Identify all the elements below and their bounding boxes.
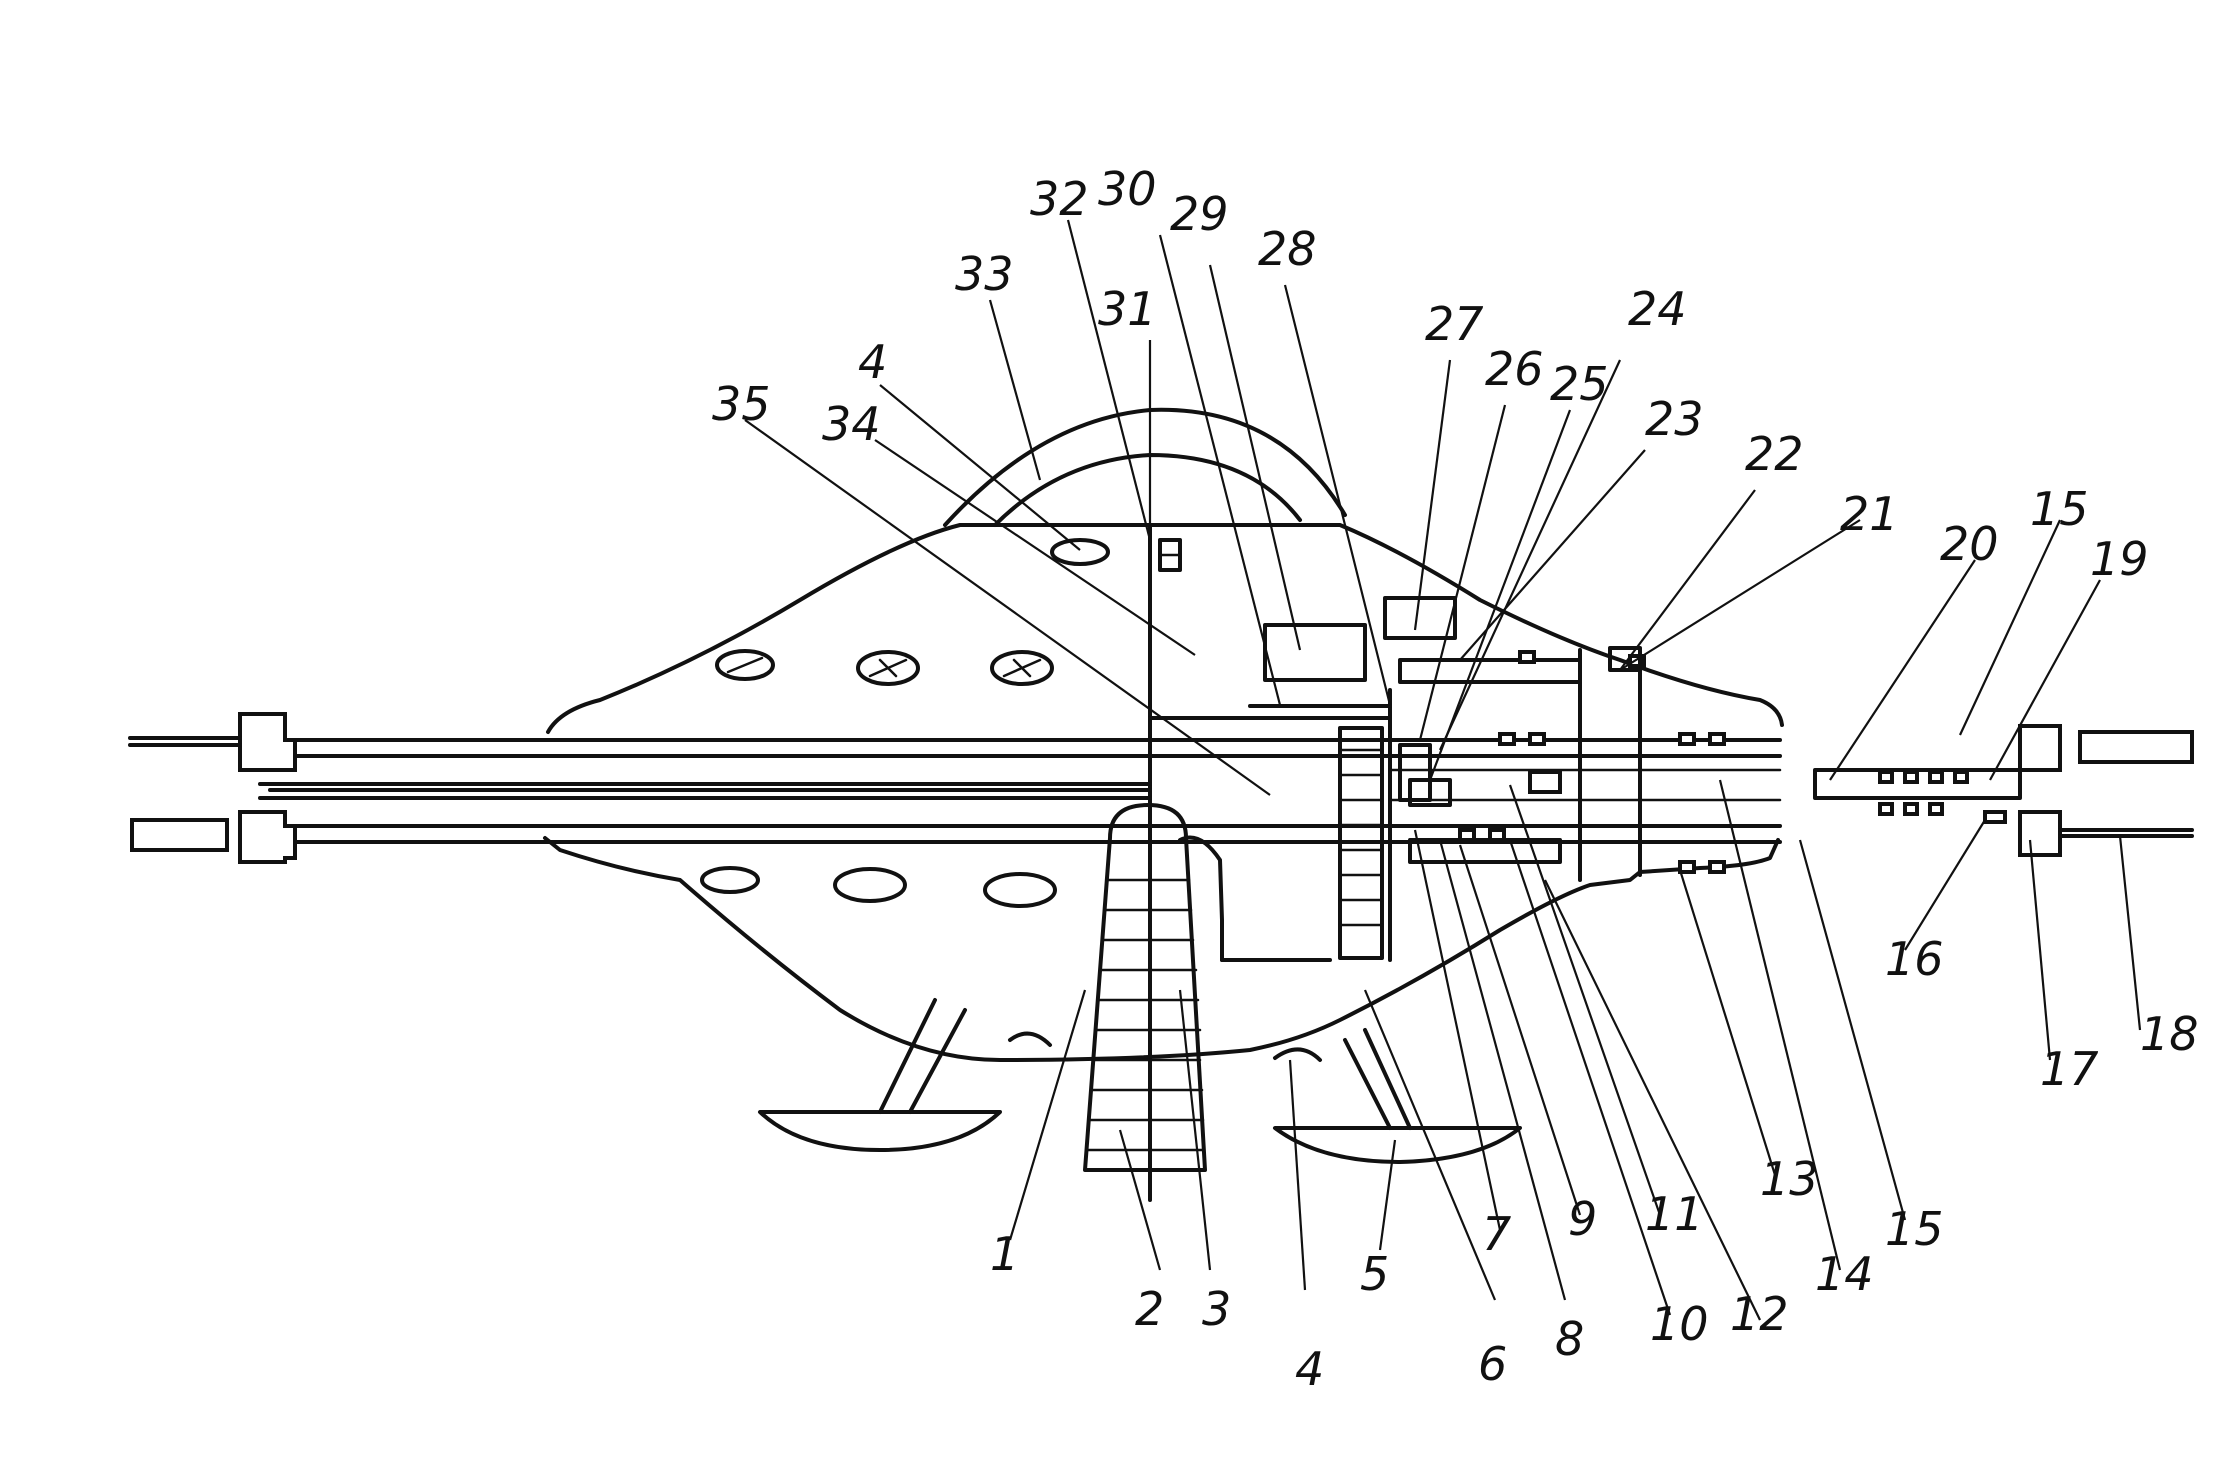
right-end-fittings bbox=[1815, 726, 2192, 855]
label-35: 35 bbox=[712, 377, 771, 431]
label-11: 11 bbox=[1645, 1187, 1704, 1241]
label-20: 20 bbox=[1940, 517, 1999, 571]
label-33: 33 bbox=[955, 247, 1014, 301]
label-15-bottom: 15 bbox=[1885, 1202, 1944, 1256]
bearing-icon bbox=[1880, 804, 2005, 822]
cabin bbox=[1160, 540, 1455, 960]
label-15-top: 15 bbox=[2030, 482, 2089, 536]
label-2: 2 bbox=[1135, 1282, 1164, 1336]
label-6: 6 bbox=[1478, 1337, 1507, 1391]
label-9: 9 bbox=[1568, 1192, 1597, 1246]
label-5: 5 bbox=[1360, 1247, 1389, 1301]
label-18: 18 bbox=[2140, 1007, 2199, 1061]
label-25: 25 bbox=[1550, 357, 1609, 411]
label-4-bottom: 4 bbox=[1295, 1342, 1324, 1396]
label-8: 8 bbox=[1555, 1312, 1584, 1366]
label-24: 24 bbox=[1628, 282, 1687, 336]
label-34: 34 bbox=[822, 397, 881, 451]
porthole-icon bbox=[717, 651, 773, 679]
label-32: 32 bbox=[1030, 172, 1089, 226]
label-30: 30 bbox=[1098, 162, 1157, 216]
label-3: 3 bbox=[1202, 1282, 1231, 1336]
label-19: 19 bbox=[2090, 532, 2149, 586]
label-26: 26 bbox=[1485, 342, 1544, 396]
ladder-rungs bbox=[1340, 750, 1382, 925]
bearing-icon bbox=[1460, 652, 1724, 872]
label-4-top: 4 bbox=[858, 335, 887, 389]
bearing-icon bbox=[1880, 772, 1967, 782]
label-27: 27 bbox=[1425, 297, 1484, 351]
porthole-icon bbox=[858, 652, 918, 684]
left-end-fittings bbox=[130, 714, 1150, 862]
label-22: 22 bbox=[1745, 427, 1804, 481]
label-13: 13 bbox=[1760, 1152, 1819, 1206]
label-1: 1 bbox=[990, 1227, 1019, 1281]
label-29: 29 bbox=[1170, 187, 1229, 241]
label-12: 12 bbox=[1730, 1287, 1789, 1341]
reference-labels: 1 2 3 4 5 6 7 8 9 10 11 12 13 14 15 16 1… bbox=[712, 162, 2199, 1396]
label-31: 31 bbox=[1098, 282, 1157, 336]
label-23: 23 bbox=[1645, 392, 1704, 446]
label-28: 28 bbox=[1258, 222, 1317, 276]
label-21: 21 bbox=[1840, 487, 1899, 541]
label-14: 14 bbox=[1815, 1247, 1874, 1301]
label-17: 17 bbox=[2040, 1042, 2099, 1096]
label-10: 10 bbox=[1650, 1297, 1709, 1351]
label-16: 16 bbox=[1885, 932, 1944, 986]
landing-skids bbox=[760, 1000, 1520, 1162]
label-7: 7 bbox=[1482, 1207, 1511, 1261]
gearbox bbox=[1400, 648, 1724, 872]
nozzle bbox=[1085, 805, 1205, 1170]
porthole-icon bbox=[992, 652, 1052, 684]
